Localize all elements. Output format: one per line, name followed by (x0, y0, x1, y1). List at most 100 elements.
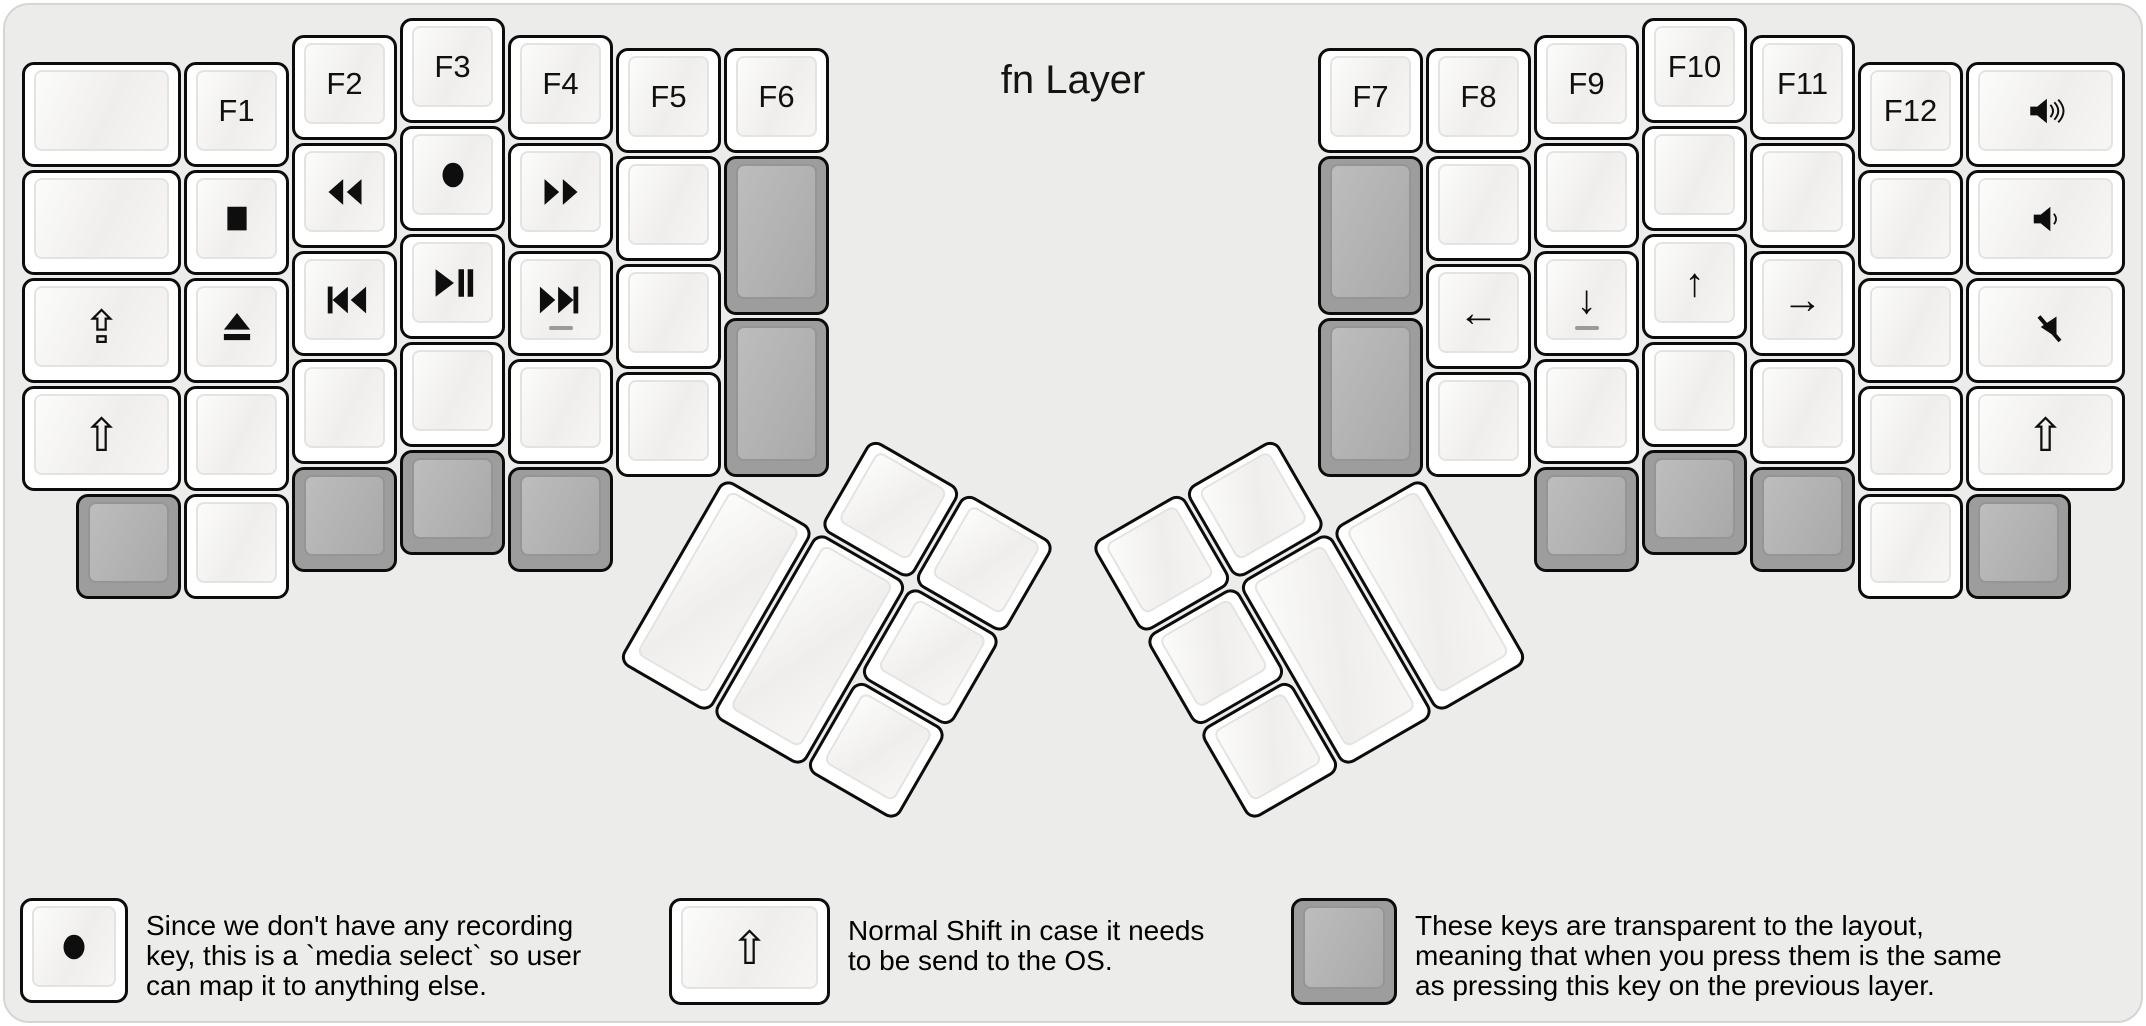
key-arrow-down[interactable]: ↓ (1534, 251, 1639, 356)
key-blank[interactable] (184, 494, 289, 599)
key-blank[interactable] (616, 156, 721, 261)
key-f3[interactable]: F3 (400, 18, 505, 123)
keycap-surface (1978, 286, 2113, 367)
key-transparent[interactable] (1750, 467, 1855, 572)
keycap-surface: F7 (1330, 56, 1411, 137)
key-transparent[interactable] (76, 494, 181, 599)
keycap-surface (1546, 475, 1627, 556)
key-blank[interactable] (1426, 372, 1531, 477)
key-arrow-left[interactable]: ← (1426, 264, 1531, 369)
keycap-surface (1303, 906, 1385, 989)
keycap-surface (1978, 502, 2059, 583)
key-transparent[interactable] (1318, 156, 1423, 315)
keycap-surface (196, 178, 277, 259)
keycap-surface: ⇪ (34, 286, 169, 367)
key-blank[interactable] (616, 372, 721, 477)
key-blank[interactable] (1426, 156, 1531, 261)
keycap-surface (32, 906, 116, 987)
mute-icon (2025, 306, 2067, 348)
key-transparent[interactable] (1642, 450, 1747, 555)
key-transparent[interactable] (292, 467, 397, 572)
key-blank[interactable] (508, 359, 613, 464)
vol-down-icon (2025, 198, 2067, 240)
key-transparent[interactable] (400, 450, 505, 555)
keycap-surface (1654, 458, 1735, 539)
key-blank[interactable] (292, 359, 397, 464)
caps-icon: ⇪ (82, 300, 121, 353)
key-transparent[interactable] (1534, 467, 1639, 572)
keycap-surface: ⇧ (1978, 394, 2113, 475)
key-blank[interactable] (616, 264, 721, 369)
keycap-surface (304, 259, 385, 340)
keycap-surface: ← (1438, 272, 1519, 353)
keycap-surface: ⇧ (681, 906, 818, 989)
key-stop[interactable] (184, 170, 289, 275)
key-transparent[interactable] (724, 318, 829, 477)
keycap-surface: F11 (1762, 43, 1843, 124)
key-transparent[interactable] (1318, 318, 1423, 477)
key-transparent[interactable] (724, 156, 829, 315)
keycap-surface (1762, 151, 1843, 232)
key-shift-left[interactable]: ⇧ (22, 386, 181, 491)
key-f10[interactable]: F10 (1642, 18, 1747, 123)
key-blank[interactable] (1642, 342, 1747, 447)
key-blank[interactable] (1534, 143, 1639, 248)
key-blank[interactable] (22, 170, 181, 275)
key-blank[interactable] (1750, 143, 1855, 248)
keycap-surface: ↓ (1546, 259, 1627, 340)
key-play-pause[interactable] (400, 234, 505, 339)
key-f11[interactable]: F11 (1750, 35, 1855, 140)
legend-sample-key-shift: ⇧ (669, 898, 830, 1005)
key-caps-lock[interactable]: ⇪ (22, 278, 181, 383)
key-f4[interactable]: F4 (508, 35, 613, 140)
key-blank[interactable] (1750, 359, 1855, 464)
key-blank[interactable] (1858, 386, 1963, 491)
key-blank[interactable] (1858, 278, 1963, 383)
key-volume-up[interactable] (1966, 62, 2125, 167)
stop-icon (216, 198, 258, 240)
key-f9[interactable]: F9 (1534, 35, 1639, 140)
key-mute[interactable] (1966, 278, 2125, 383)
next-track-icon (538, 277, 584, 323)
arrow-up-icon: ↑ (1684, 260, 1705, 305)
key-f12[interactable]: F12 (1858, 62, 1963, 167)
key-blank[interactable] (22, 62, 181, 167)
key-blank[interactable] (400, 342, 505, 447)
keycap-surface (1654, 350, 1735, 431)
key-blank[interactable] (1642, 126, 1747, 231)
keycap-surface (1978, 70, 2113, 151)
keycap-surface: ↑ (1654, 242, 1735, 323)
key-blank[interactable] (1858, 170, 1963, 275)
key-transparent[interactable] (1966, 494, 2071, 599)
key-blank[interactable] (1858, 494, 1963, 599)
key-transparent[interactable] (508, 467, 613, 572)
shift-icon: ⇧ (2026, 408, 2065, 461)
fast-forward-icon (539, 170, 583, 214)
legend-note-transparent: These keys are transparent to the layout… (1415, 910, 2002, 1001)
key-record[interactable] (400, 126, 505, 231)
key-prev-track[interactable] (292, 251, 397, 356)
key-f5[interactable]: F5 (616, 48, 721, 153)
key-fast-forward[interactable] (508, 143, 613, 248)
key-f2[interactable]: F2 (292, 35, 397, 140)
key-f7[interactable]: F7 (1318, 48, 1423, 153)
keycap-surface (1330, 326, 1411, 461)
key-label: F11 (1776, 65, 1829, 101)
key-f1[interactable]: F1 (184, 62, 289, 167)
shift-icon: ⇧ (82, 408, 121, 461)
key-arrow-right[interactable]: → (1750, 251, 1855, 356)
key-volume-down[interactable] (1966, 170, 2125, 275)
key-f6[interactable]: F6 (724, 48, 829, 153)
key-next-track[interactable] (508, 251, 613, 356)
key-eject[interactable] (184, 278, 289, 383)
keycap-surface (196, 394, 277, 475)
keycap-surface (1546, 151, 1627, 232)
key-arrow-up[interactable]: ↑ (1642, 234, 1747, 339)
key-blank[interactable] (184, 386, 289, 491)
key-shift-right[interactable]: ⇧ (1966, 386, 2125, 491)
keycap-surface (520, 475, 601, 556)
key-blank[interactable] (1534, 359, 1639, 464)
key-rewind[interactable] (292, 143, 397, 248)
keycap-surface (304, 475, 385, 556)
key-f8[interactable]: F8 (1426, 48, 1531, 153)
